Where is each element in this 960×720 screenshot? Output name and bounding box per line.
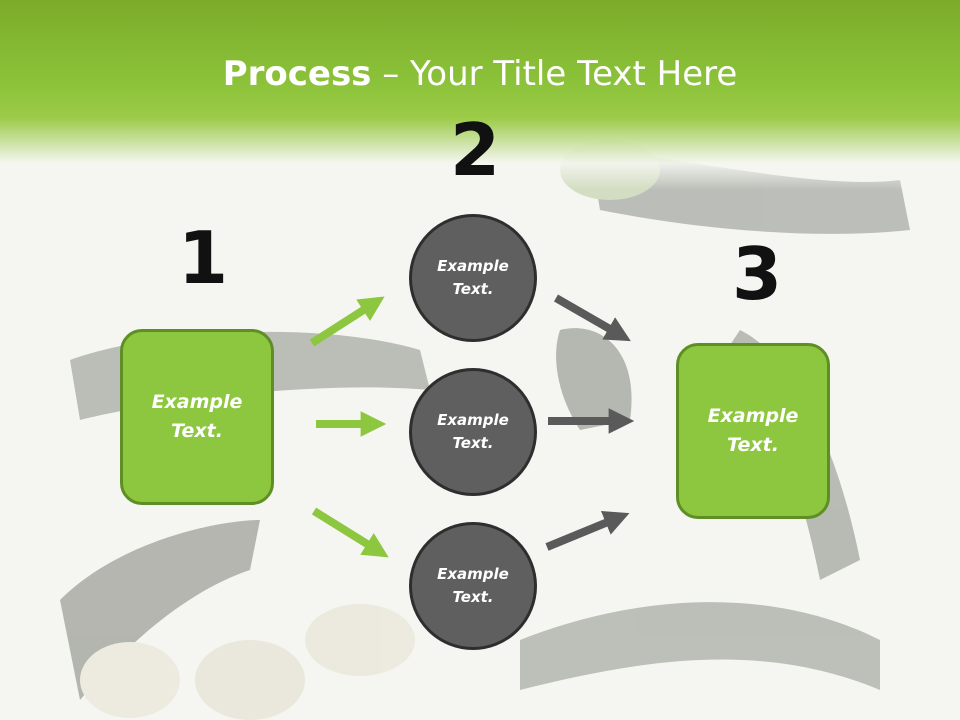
right-box-text: Example Text.: [707, 405, 799, 456]
title-rest: – Your Title Text Here: [371, 54, 738, 94]
process-circle-middle[interactable]: Example Text.: [409, 368, 537, 496]
left-process-box[interactable]: Example Text.: [120, 329, 274, 505]
slide-title[interactable]: Process – Your Title Text Here: [0, 52, 960, 96]
process-circle-bottom[interactable]: Example Text.: [409, 522, 537, 650]
gray-arrow-up: [545, 510, 630, 551]
circle-bottom-text: Example Text.: [437, 565, 509, 606]
circle-middle-text: Example Text.: [437, 411, 509, 452]
green-arrow-up: [309, 296, 385, 347]
right-process-box[interactable]: Example Text.: [676, 343, 830, 519]
title-bold: Process: [222, 54, 372, 94]
title-banner: [0, 0, 960, 190]
left-box-text: Example Text.: [151, 391, 243, 442]
step-number-2: 2: [450, 108, 501, 192]
green-arrow-down: [311, 507, 389, 558]
circle-top-text: Example Text.: [437, 257, 509, 298]
step-number-1: 1: [178, 216, 229, 300]
step-number-3: 3: [732, 232, 783, 316]
process-circle-top[interactable]: Example Text.: [409, 214, 537, 342]
gray-arrow-down: [554, 294, 631, 342]
